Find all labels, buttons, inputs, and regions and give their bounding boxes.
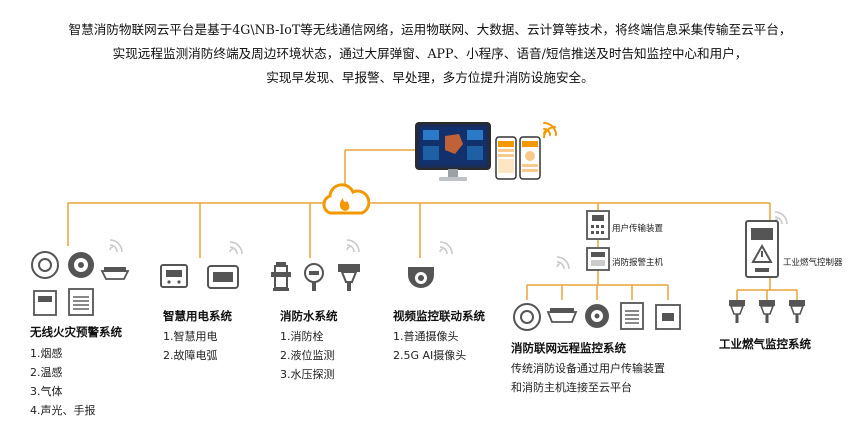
wifi-signal-icon — [556, 256, 570, 269]
sounder-icon — [68, 288, 94, 316]
gas-system-title: 工业燃气监控系统 — [719, 337, 811, 351]
gas-sensor-icon — [759, 300, 775, 323]
wireless-item-4: 4.声光、手报 — [30, 404, 96, 417]
water-item-1: 1.消防栓 — [280, 330, 324, 343]
water-system-title: 消防水系统 — [280, 309, 338, 323]
wifi-signal-icon — [109, 239, 123, 252]
transmission-device-label: 用户传输装置 — [612, 224, 664, 234]
smoke-detector-icon — [31, 251, 59, 279]
level-sensor-icon — [304, 263, 324, 291]
meter-icon — [160, 264, 188, 288]
water-item-3: 3.水压探测 — [280, 368, 335, 381]
electric-item-2: 2.故障电弧 — [163, 349, 218, 362]
cloud-fire-icon — [322, 183, 370, 215]
wifi-signal-icon — [346, 239, 360, 252]
wifi-signal-icon — [439, 241, 453, 254]
gas-sensor-icon — [789, 300, 805, 323]
wireless-item-3: 3.气体 — [30, 385, 63, 398]
arc-fault-icon — [207, 265, 239, 289]
remote-item-1: 传统消防设备通过用户传输装置 — [511, 362, 665, 375]
wireless-item-2: 2.温感 — [30, 366, 63, 379]
video-item-2: 2.5G AI摄像头 — [393, 349, 467, 362]
electric-system-title: 智慧用电系统 — [163, 309, 232, 323]
wireless-item-1: 1.烟感 — [30, 347, 63, 360]
intro-line-2: 实现远程监测消防终端及周边环境状态，通过大屏弹窗、APP、小程序、语音/短信推送… — [112, 46, 748, 61]
sounder-icon — [620, 302, 644, 330]
camera-icon — [408, 267, 434, 288]
phone-icon — [495, 136, 517, 180]
gas-controller-icon — [745, 220, 779, 278]
heat-detector-icon — [585, 304, 609, 328]
remote-system-title: 消防联网远程监控系统 — [511, 341, 626, 355]
alarm-host-label: 消防报警主机 — [612, 258, 664, 268]
transmission-device-icon — [586, 210, 610, 240]
smoke-detector-icon — [513, 303, 541, 331]
heat-detector-icon — [68, 252, 94, 278]
gas-detector-icon — [100, 267, 130, 280]
intro-text: 智慧消防物联网云平台是基于4G\NB-IoT等无线通信网络，运用物联网、大数据、… — [0, 18, 860, 90]
water-item-2: 2.液位监测 — [280, 349, 335, 362]
electric-item-1: 1.智慧用电 — [163, 330, 218, 343]
intro-line-3: 实现早发现、早报警、早处理，多方位提升消防设施安全。 — [266, 70, 594, 85]
alarm-host-icon — [586, 247, 610, 271]
wifi-icon — [543, 122, 557, 138]
video-system-title: 视频监控联动系统 — [393, 309, 485, 323]
wifi-signal-icon — [229, 241, 243, 254]
gas-sensor-icon — [729, 300, 745, 323]
video-item-1: 1.普通摄像头 — [393, 330, 459, 343]
monitor-icon — [415, 122, 491, 181]
phone-icon — [519, 136, 541, 180]
remote-item-2: 和消防主机连接至云平台 — [511, 381, 632, 394]
alarm-panel-icon — [33, 290, 57, 316]
manual-alarm-icon — [655, 304, 681, 330]
gas-detector-icon — [546, 308, 578, 323]
gas-controller-label: 工业燃气控制器 — [783, 258, 843, 268]
intro-line-1: 智慧消防物联网云平台是基于4G\NB-IoT等无线通信网络，运用物联网、大数据、… — [68, 22, 792, 37]
pressure-sensor-icon — [338, 264, 360, 291]
hydrant-icon — [271, 262, 291, 291]
wireless-system-title: 无线火灾预警系统 — [30, 325, 122, 339]
